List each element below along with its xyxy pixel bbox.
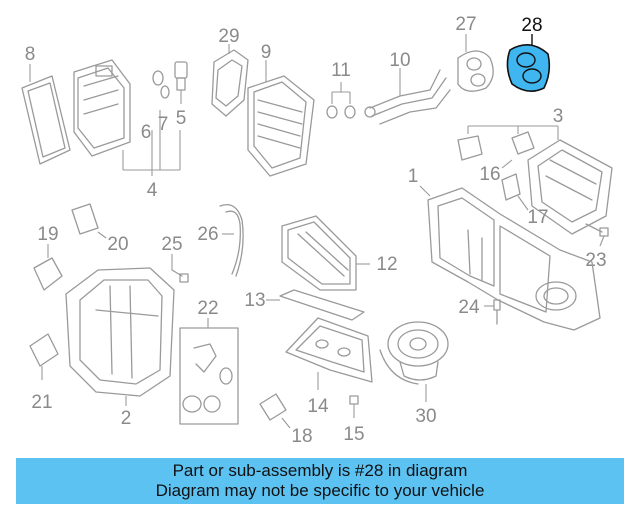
- part-10-pipes: [364, 68, 451, 125]
- part-17: [501, 173, 529, 211]
- label-25: 25: [161, 234, 182, 255]
- label-30: 30: [415, 406, 436, 427]
- label-5: 5: [176, 108, 187, 129]
- part-2-housing: [65, 267, 175, 406]
- label-3: 3: [553, 106, 564, 127]
- label-24: 24: [458, 297, 480, 318]
- part-1-housing: [419, 185, 601, 331]
- label-9: 9: [261, 42, 272, 63]
- part-26-hose: [219, 203, 244, 277]
- label-7: 7: [158, 114, 169, 135]
- part-20: [71, 203, 107, 239]
- label-15: 15: [343, 424, 364, 445]
- label-23: 23: [585, 250, 606, 271]
- label-2: 2: [121, 408, 132, 429]
- part-4-heater-core: [73, 59, 181, 176]
- part-28-seal-highlighted: [506, 34, 551, 92]
- label-10: 10: [389, 50, 410, 71]
- part-15-screw: [349, 395, 359, 418]
- part-5-valve: [174, 61, 188, 104]
- label-13: 13: [244, 290, 265, 311]
- part-21: [29, 333, 59, 380]
- label-8: 8: [25, 44, 36, 65]
- part-27-gasket: [457, 34, 494, 92]
- label-29: 29: [218, 26, 239, 47]
- part-8-filter: [21, 64, 71, 165]
- label-21: 21: [31, 392, 52, 413]
- part-18-module: [259, 393, 291, 429]
- part-30-blower-motor: [379, 321, 449, 402]
- label-18: 18: [291, 426, 312, 447]
- label-1: 1: [408, 166, 419, 187]
- part-6-7-orings: [152, 70, 170, 99]
- label-28: 28: [521, 15, 542, 36]
- part-9-evaporator: [247, 60, 315, 177]
- label-17: 17: [527, 207, 548, 228]
- part-11-clips: [326, 82, 356, 119]
- part-23-screw: [585, 223, 609, 247]
- label-12: 12: [376, 254, 397, 275]
- label-27: 27: [455, 14, 476, 35]
- part-24-screw: [484, 299, 501, 325]
- label-26: 26: [197, 224, 218, 245]
- part-3-assembly: [457, 125, 613, 235]
- label-20: 20: [107, 234, 128, 255]
- part-13-strip: [266, 289, 365, 321]
- info-banner: Part or sub-assembly is #28 in diagram D…: [16, 458, 624, 504]
- part-16: [501, 159, 513, 169]
- label-11: 11: [331, 60, 351, 81]
- part-19: [33, 244, 63, 291]
- part-14-tray: [285, 317, 373, 390]
- label-14: 14: [307, 396, 329, 417]
- banner-line-2: Diagram may not be specific to your vehi…: [155, 481, 485, 500]
- label-4: 4: [147, 180, 158, 201]
- part-12-filter: [281, 215, 370, 291]
- banner-line-1: Part or sub-assembly is #28 in diagram: [172, 461, 468, 480]
- part-29-bracket: [211, 44, 249, 117]
- part-22-kit: [179, 318, 239, 425]
- label-6: 6: [141, 122, 152, 143]
- label-19: 19: [37, 224, 58, 245]
- label-16: 16: [479, 164, 500, 185]
- label-22: 22: [197, 298, 218, 319]
- part-25-screw: [171, 254, 189, 283]
